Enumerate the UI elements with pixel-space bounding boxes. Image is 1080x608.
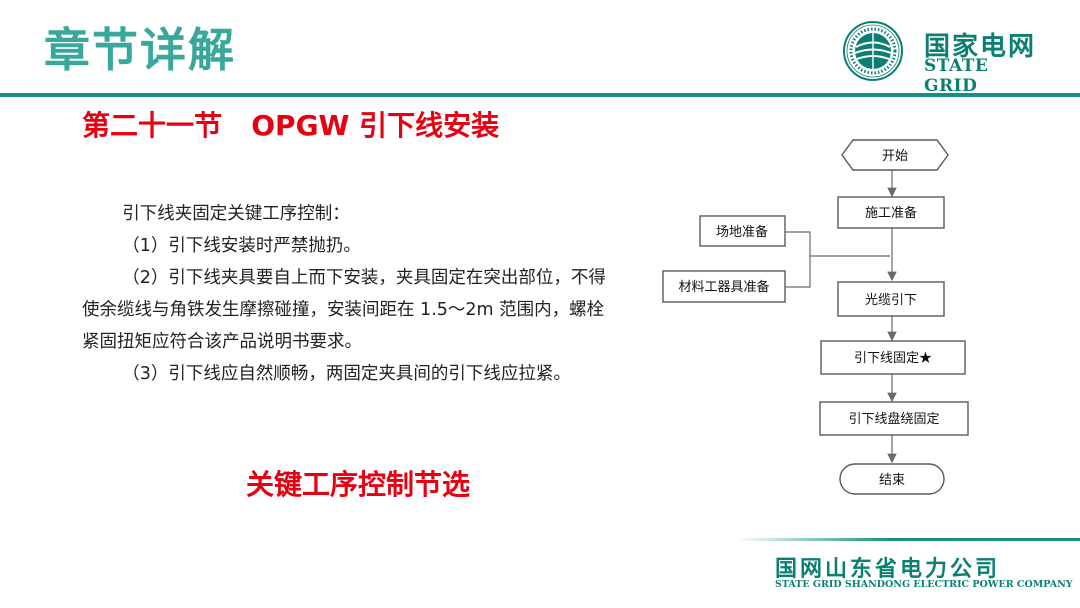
header-divider [0, 93, 1080, 97]
flow-step-2 [837, 281, 945, 317]
flow-end-node [839, 463, 945, 495]
installation-flowchart: 开始 施工准备 场地准备 材料工器具准备 光缆引下 引下线固定★ 引下线盘绕固定… [662, 139, 969, 495]
flow-start-node [841, 139, 949, 171]
key-process-callout: 关键工序控制节选 [246, 468, 471, 501]
footer-divider [735, 538, 1080, 541]
flow-step-4 [819, 401, 969, 436]
flow-end-label: 结束 [879, 473, 905, 488]
flow-step-2-label: 光缆引下 [865, 292, 917, 308]
logo-name-cn: 国家电网 [924, 32, 1037, 62]
section-title: 第二十一节 OPGW 引下线安装 [82, 109, 500, 142]
flow-side-1-label: 场地准备 [716, 224, 768, 240]
flow-start-label: 开始 [882, 149, 908, 164]
body-item-1: （1）引下线安装时严禁抛扔。 [122, 236, 361, 256]
body-item-2: （2）引下线夹具要自上而下安装，夹具固定在突出部位，不得使余缆线与角铁发生摩擦碰… [82, 268, 606, 352]
state-grid-seal-icon [843, 21, 903, 81]
flow-step-3 [820, 340, 966, 375]
flow-side-2 [662, 270, 786, 303]
body-text: 引下线夹固定关键工序控制： （1）引下线安装时严禁抛扔。 （2）引下线夹具要自上… [82, 198, 607, 390]
body-item-3: （3）引下线应自然顺畅，两固定夹具间的引下线应拉紧。 [122, 364, 571, 384]
flow-side-2-label: 材料工器具准备 [678, 279, 769, 295]
flow-connector-side-1 [785, 231, 890, 257]
flow-connector-side-2 [785, 256, 811, 288]
flow-step-4-label: 引下线盘绕固定 [848, 411, 939, 427]
flow-step-1-label: 施工准备 [865, 205, 917, 221]
body-lead: 引下线夹固定关键工序控制： [122, 204, 350, 224]
footer-company-en: STATE GRID SHANDONG ELECTRIC POWER COMPA… [775, 579, 1073, 590]
footer-company-cn: 国网山东省电力公司 [775, 557, 1001, 582]
flow-step-1 [837, 196, 945, 229]
page-title: 章节详解 [44, 23, 236, 77]
state-grid-logo: 国家电网 STATE GRID [842, 20, 1042, 96]
flow-side-1 [699, 215, 786, 247]
flow-step-3-label: 引下线固定★ [854, 351, 932, 366]
logo-name-en: STATE GRID [924, 56, 989, 96]
